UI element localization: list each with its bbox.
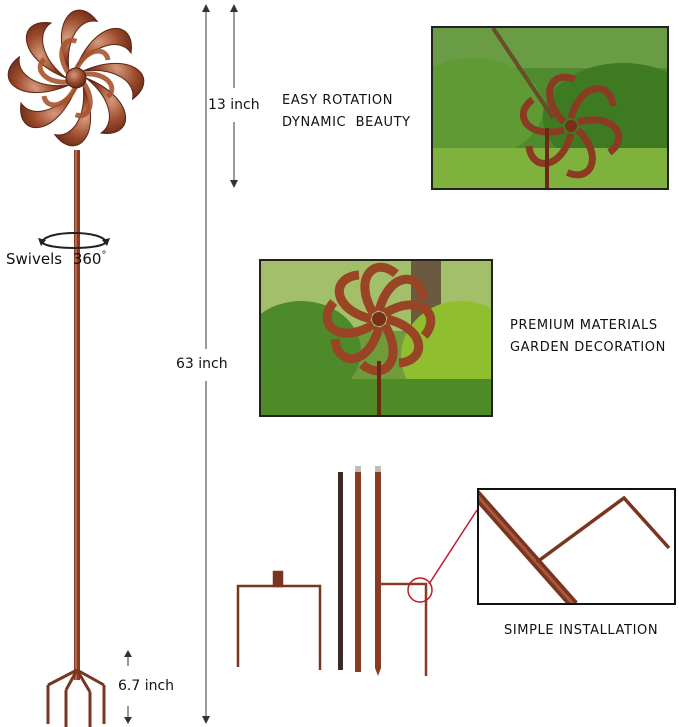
garden-photo-rotation	[431, 26, 669, 190]
installation-label: SIMPLE INSTALLATION	[504, 623, 659, 638]
callout-line	[428, 509, 478, 585]
wind-spinner-product-image	[7, 9, 145, 727]
garden-photo-materials	[259, 259, 493, 417]
installation-parts-image	[236, 466, 433, 676]
swivel-degrees: 360	[72, 250, 102, 268]
materials-feature-line1: PREMIUM MATERIALS	[510, 318, 658, 333]
flower-height-label: 13 inch	[208, 97, 260, 113]
degree-symbol: °	[101, 250, 107, 261]
stake-height-arrow	[124, 650, 132, 724]
swivel-label: Swivels 360°	[6, 250, 106, 268]
total-height-label: 63 inch	[176, 356, 228, 372]
swivel-rotation-arrow-icon	[38, 232, 110, 249]
rotation-feature-line1: EASY ROTATION	[282, 93, 394, 108]
rotation-feature-line2: DYNAMIC BEAUTY	[282, 115, 411, 130]
swivel-text: Swivels	[6, 250, 63, 268]
installation-detail-zoom	[477, 488, 676, 605]
materials-feature-line2: GARDEN DECORATION	[510, 340, 666, 355]
stake-height-label: 6.7 inch	[118, 678, 175, 694]
flower-height-arrow	[230, 4, 238, 188]
total-height-arrow	[202, 4, 210, 724]
